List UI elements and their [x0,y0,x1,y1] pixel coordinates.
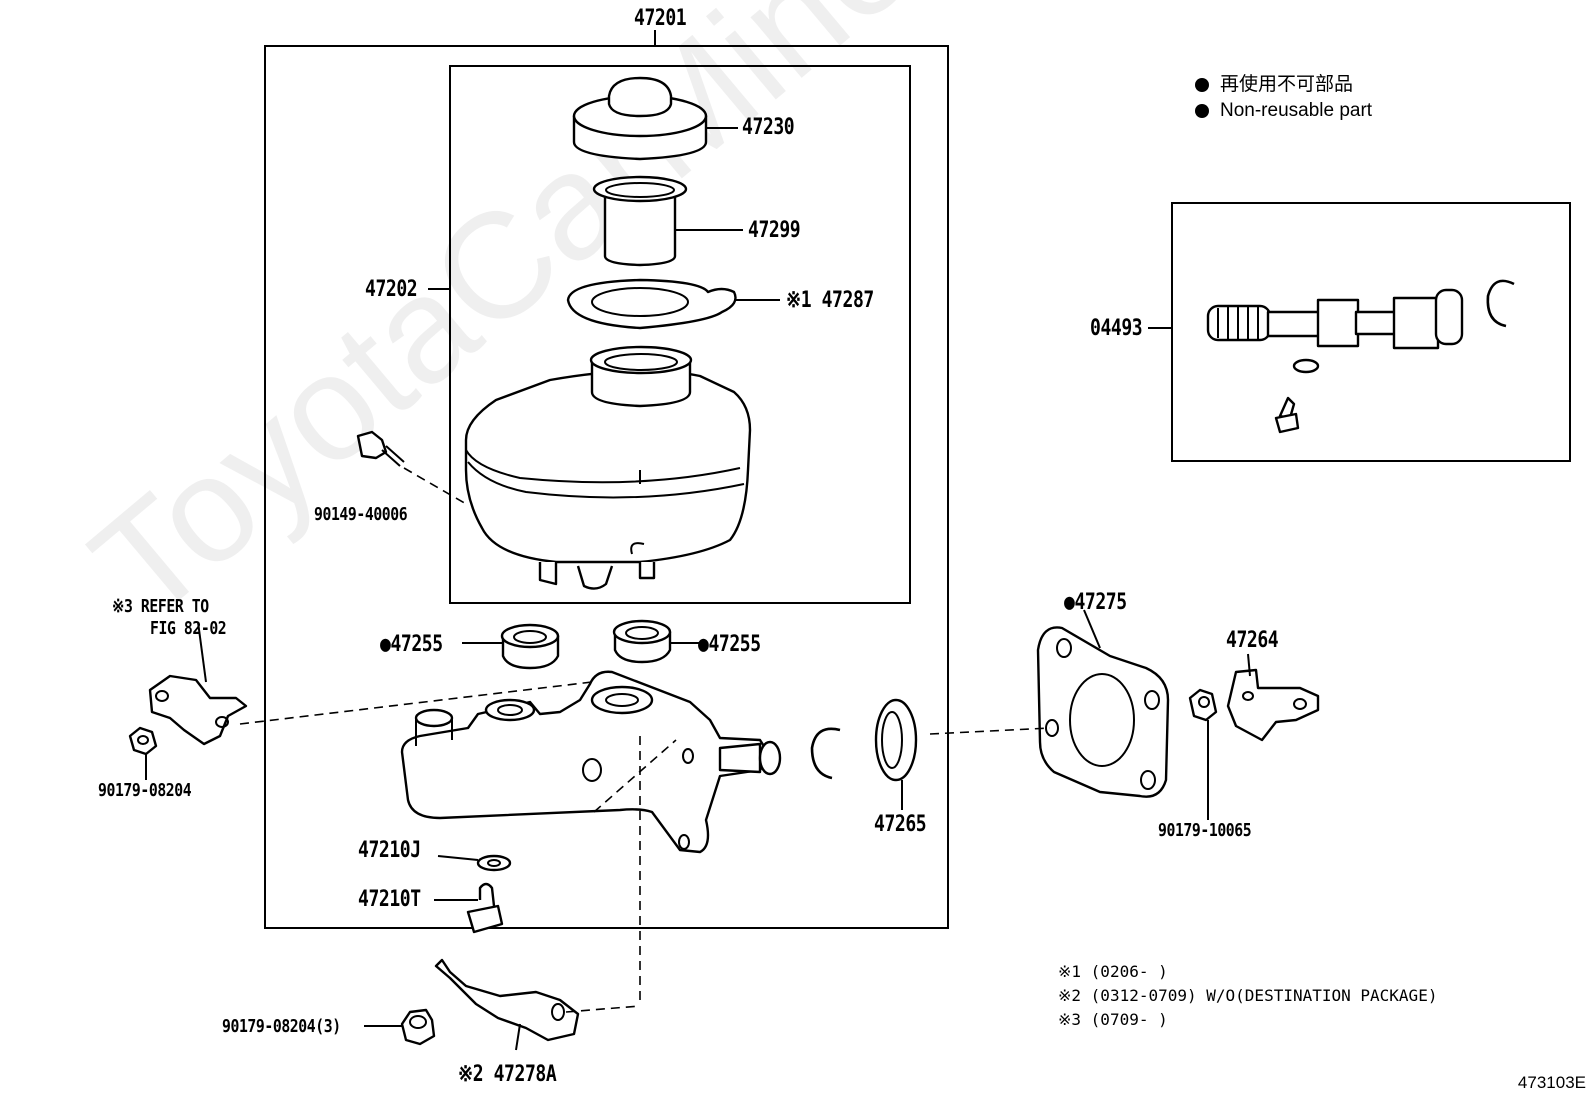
label-90179-08204-3: 90179-08204(3) [222,1016,341,1037]
label-refer-line2: FIG 82-02 [150,618,227,639]
note-3: ※3 (0709- ) [1058,1010,1168,1029]
label-47255-right: ●47255 [698,632,761,657]
bracket-47278A-drawing [434,736,641,1051]
cap-47230-drawing [572,76,738,161]
kit-box-04493 [1171,202,1571,462]
page-number: 473103E [1517,1073,1586,1092]
label-47287: ※1 47287 [786,288,874,313]
label-47255-left: ●47255 [380,632,443,657]
reservoir-tank-drawing [464,345,752,590]
legend-bullet-ja [1195,78,1209,92]
label-90179-10065: 90179-10065 [1158,820,1252,841]
legend-english: Non-reusable part [1220,100,1373,121]
label-47230: 47230 [742,115,795,140]
reservoir-box-47202 [449,65,911,604]
bracket-left-drawing [148,621,593,746]
plate-47287-drawing [566,278,780,330]
bracket-47264-drawing [1226,653,1320,742]
legend-japanese: 再使用不可部品 [1220,74,1354,95]
label-04493: 04493 [1090,316,1143,341]
nut-90179-08204-3-drawing [364,1008,436,1046]
label-47275: ●47275 [1064,590,1127,615]
label-47210J: 47210J [358,838,421,863]
gasket-47275-drawing [929,609,1170,798]
assembly-box-47201 [264,45,949,929]
nut-90179-10065-drawing [1188,688,1218,820]
seal-47265-drawing [810,698,918,810]
label-90179-08204: 90179-08204 [98,780,192,801]
kit-04493-drawing [1206,279,1515,434]
note-2: ※2 (0312-0709) W/O(DESTINATION PACKAGE) [1058,986,1438,1005]
label-90149-40006: 90149-40006 [314,504,408,525]
label-47201: 47201 [634,6,687,31]
screw-90149-drawing [356,430,469,506]
grommets-47255-drawing [462,619,700,670]
label-47265: 47265 [874,812,927,837]
note-1: ※1 (0206- ) [1058,962,1168,981]
strainer-47299-drawing [592,175,743,267]
bleeder-47210-drawing [434,739,677,934]
legend-bullet-en [1195,104,1209,118]
nut-90179-08204-drawing [128,726,158,780]
label-refer-line1: ※3 REFER TO [112,596,209,617]
label-47278A: ※2 47278A [458,1062,557,1087]
label-47202: 47202 [365,277,418,302]
label-47299: 47299 [748,218,801,243]
label-47210T: 47210T [358,887,421,912]
label-47264: 47264 [1226,628,1279,653]
master-cylinder-drawing [400,670,782,854]
